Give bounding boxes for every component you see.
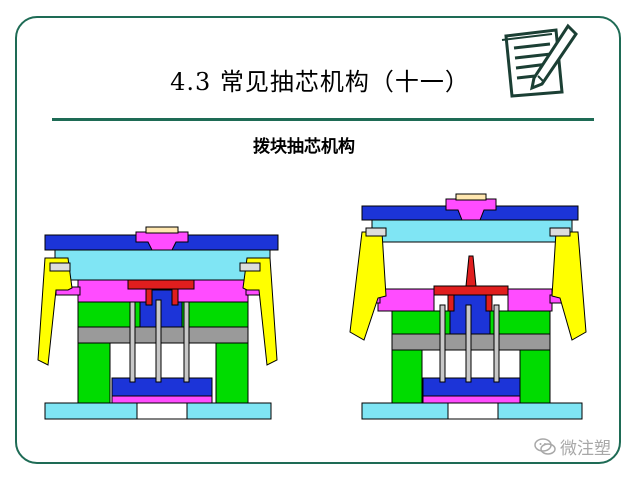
slide-title: 4.3 常见抽芯机构（十一） <box>170 68 470 96</box>
slide-subtitle: 拨块抽芯机构 <box>253 137 355 157</box>
notepad-pencil-icon <box>501 23 578 98</box>
wechat-logo-icon <box>534 437 556 455</box>
watermark-text: 微注塑 <box>560 439 611 459</box>
mold-diagram-open <box>349 193 587 420</box>
watermark: 微注塑 <box>534 434 611 459</box>
mold-diagram-closed <box>37 226 279 420</box>
title-underline <box>52 118 594 121</box>
slide-frame <box>15 16 621 464</box>
